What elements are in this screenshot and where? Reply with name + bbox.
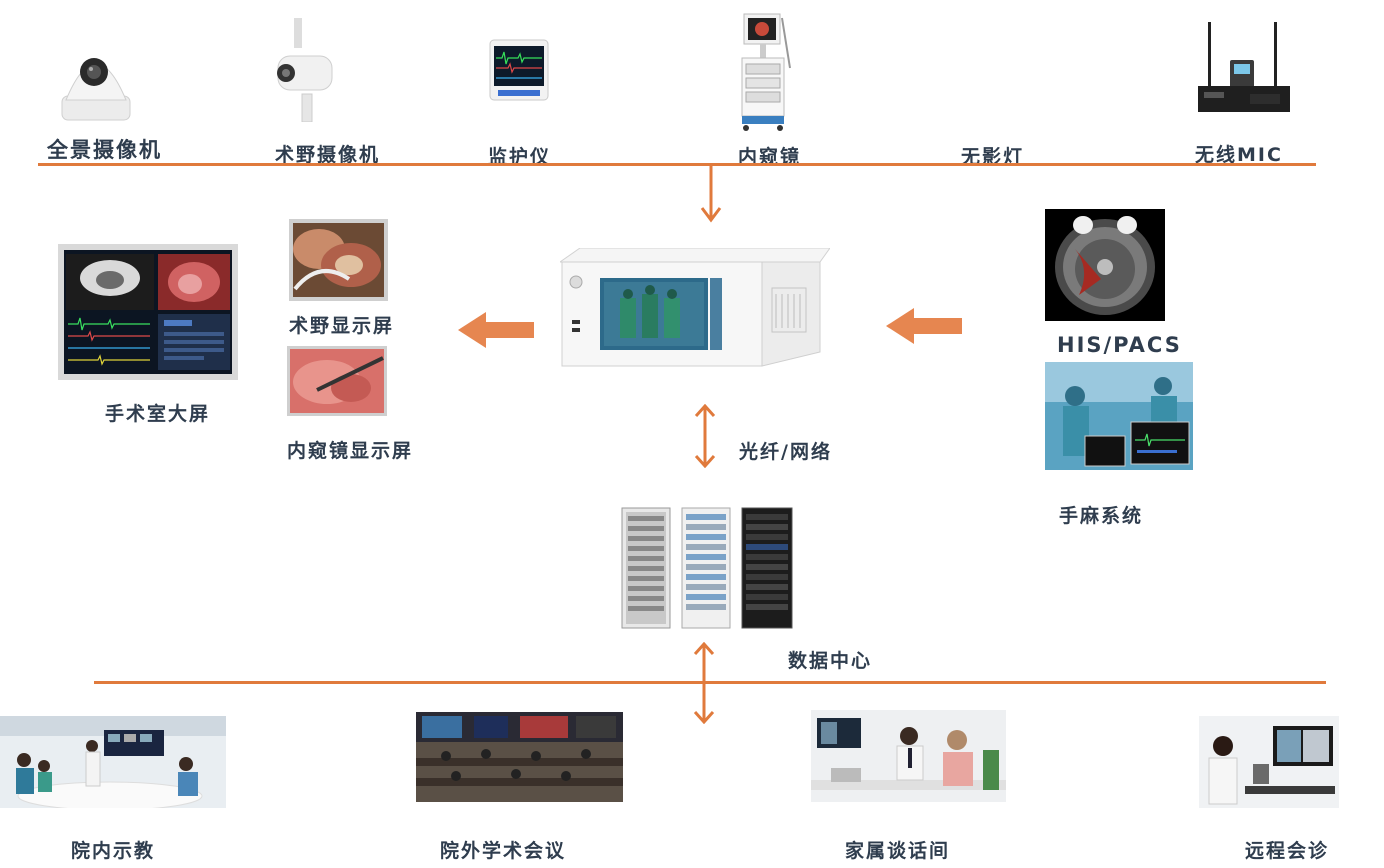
anesthesia-system-image bbox=[1045, 362, 1193, 470]
host-datacenter-arrow-icon bbox=[694, 404, 716, 468]
his-pacs-label: HIS/PACS bbox=[1057, 333, 1182, 357]
external-meeting-image bbox=[416, 712, 623, 802]
recording-host-image bbox=[560, 248, 830, 372]
field-display-image bbox=[289, 219, 388, 301]
surgical-field-camera-image bbox=[272, 18, 338, 122]
family-room-image bbox=[811, 710, 1006, 802]
patient-monitor-label: 监护仪 bbox=[488, 146, 552, 168]
endoscope-tower-image bbox=[738, 8, 794, 132]
wireless-mic-receiver-image bbox=[1194, 20, 1294, 116]
data-center-label: 数据中心 bbox=[788, 650, 873, 672]
data-center-racks-image bbox=[620, 506, 796, 630]
or-big-screen-label: 手术室大屏 bbox=[105, 403, 211, 425]
right-systems-arrow-icon bbox=[886, 308, 964, 344]
family-room-label: 家属谈话间 bbox=[845, 840, 951, 862]
surgical-field-camera-label: 术野摄像机 bbox=[275, 144, 381, 166]
fiber-network-label: 光纤/网络 bbox=[739, 441, 832, 463]
or-big-screen-image bbox=[58, 244, 238, 380]
remote-consult-image bbox=[1199, 716, 1339, 808]
left-arrow-icon bbox=[458, 312, 536, 348]
device-bus-line bbox=[38, 163, 1316, 166]
external-meeting-label: 院外学术会议 bbox=[440, 840, 567, 862]
anesthesia-system-label: 手麻系统 bbox=[1059, 505, 1144, 527]
endoscope-label: 内窥镜 bbox=[738, 146, 802, 168]
panoramic-camera-image bbox=[58, 38, 134, 124]
endoscope-display-label: 内窥镜显示屏 bbox=[287, 440, 414, 462]
down-arrow-icon bbox=[700, 166, 722, 224]
application-bus-line bbox=[94, 681, 1326, 684]
internal-teaching-image bbox=[0, 716, 226, 808]
field-display-label: 术野显示屏 bbox=[289, 315, 395, 337]
panoramic-camera-label: 全景摄像机 bbox=[47, 138, 162, 162]
remote-consult-label: 远程会诊 bbox=[1245, 840, 1330, 862]
internal-teaching-label: 院内示教 bbox=[71, 840, 156, 862]
patient-monitor-image bbox=[488, 36, 550, 102]
endoscope-display-image bbox=[287, 346, 387, 416]
wireless-mic-label: 无线MIC bbox=[1195, 144, 1283, 166]
his-pacs-image bbox=[1045, 209, 1165, 321]
shadowless-lamp-label: 无影灯 bbox=[961, 146, 1025, 168]
